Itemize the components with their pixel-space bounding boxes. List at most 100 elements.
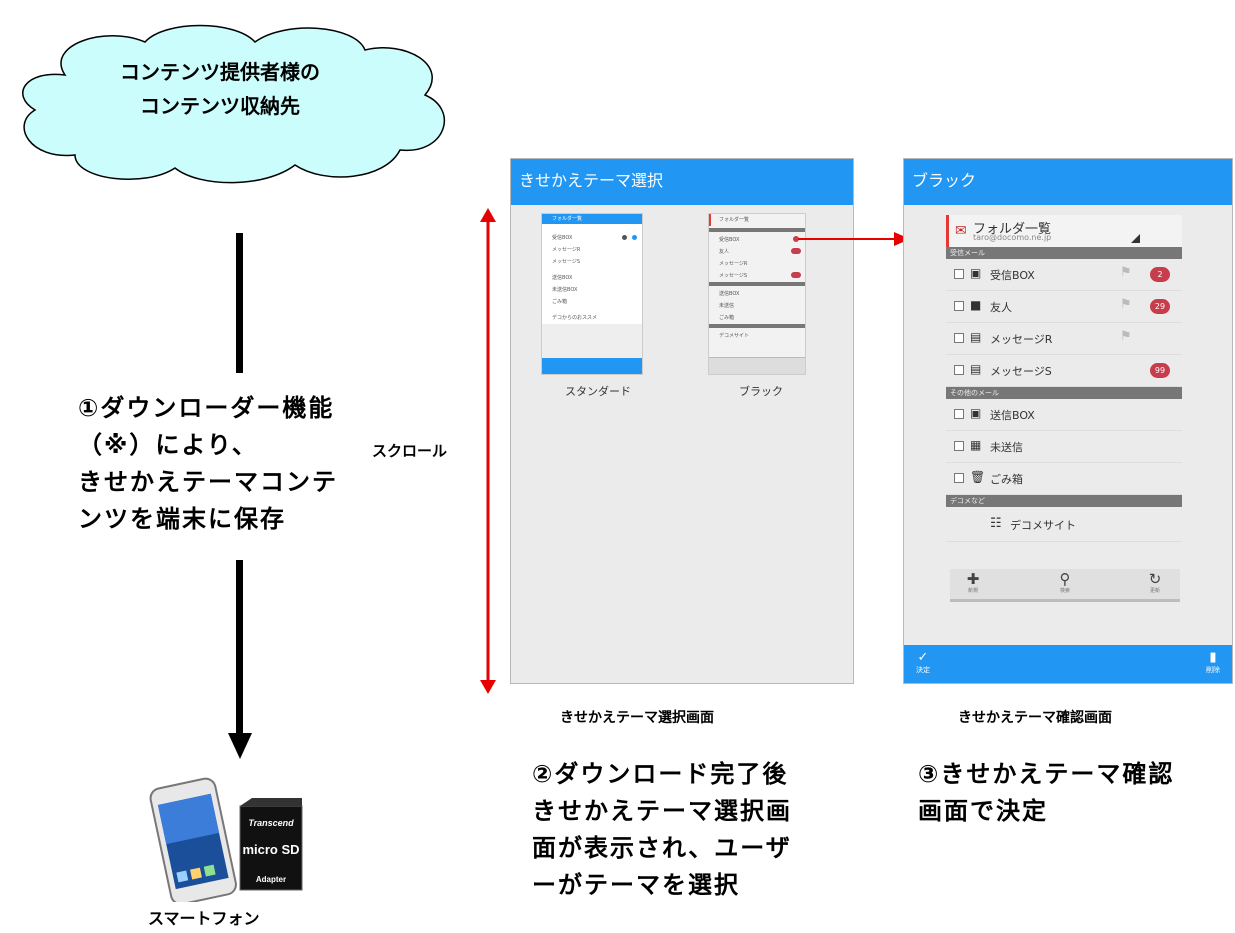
folder-item-label: 受信BOX	[990, 269, 1035, 282]
thumb-black-item: 送信BOX	[719, 291, 740, 297]
folder-item-trash[interactable]: 🗑 ごみ箱	[946, 463, 1182, 495]
flow-line-bottom	[236, 560, 243, 735]
mailbox-icon: ▤	[970, 330, 982, 344]
folder-title: フォルダ一覧	[973, 222, 1052, 237]
checkbox[interactable]	[954, 473, 964, 483]
folder-item-message-s[interactable]: ▤ メッセージS 99	[946, 355, 1182, 387]
thumb-standard-item: ごみ箱	[552, 299, 568, 305]
smartphone-image: Transcend micro SD Adapter	[149, 777, 303, 902]
thumb-black-item: メッセージR	[719, 261, 748, 267]
step2-line-4: ーがテーマを選択	[532, 871, 740, 899]
delete-label: 削除	[1206, 666, 1220, 674]
cloud-line-2: コンテンツ収納先	[140, 94, 300, 118]
corner-icon	[1131, 234, 1140, 243]
thumb-black-item: 未送信	[719, 303, 735, 309]
flag-icon: ⚑	[1120, 297, 1132, 312]
checkbox[interactable]	[954, 269, 964, 279]
search-button[interactable]: ⚲ 検索	[1050, 571, 1080, 594]
step3-line-1: ③きせかえテーマ確認	[918, 760, 1175, 788]
thumb-standard-item: 未送信BOX	[552, 287, 578, 293]
folder-item-label: ごみ箱	[990, 473, 1023, 486]
screen2-caption: きせかえテーマ確認画面	[958, 710, 1112, 726]
folder-item-label: 未送信	[990, 441, 1023, 454]
sd-label: micro SD	[242, 842, 299, 857]
cloud-label: コンテンツ提供者様の コンテンツ収納先	[70, 55, 370, 123]
deco-site-label: デコメサイト	[1010, 519, 1076, 532]
folder-item-label: 送信BOX	[990, 409, 1035, 422]
thumb-black-item: メッセージS	[719, 273, 748, 279]
inbox-icon: ▣	[970, 266, 982, 280]
folder-account: taro@docomo.ne.jp	[973, 233, 1052, 242]
step1-text: ①ダウンローダー機能 （※）により、 きせかえテーマコンテ ンツを端末に保存	[78, 390, 338, 538]
decide-label: 決定	[916, 666, 930, 674]
flag-icon: ⚑	[1120, 329, 1132, 344]
thumb-black[interactable]: フォルダ一覧 受信BOX 友人 メッセージR メッセージS 送信BOX 未送信 …	[708, 213, 806, 375]
theme-confirm-screen: ブラック ✉ フォルダ一覧 taro@docomo.ne.jp 受信メール ▣ …	[903, 158, 1233, 684]
thumb-standard[interactable]: フォルダ一覧 受信BOX メッセージR メッセージS 送信BOX 未送信BOX …	[541, 213, 643, 375]
folder-item-sent[interactable]: ▣ 送信BOX	[946, 399, 1182, 431]
trash-icon: 🗑	[970, 470, 986, 484]
update-button[interactable]: ↻ 更新	[1140, 571, 1170, 594]
step2-line-3: 面が表示され、ユーザ	[532, 834, 792, 862]
new-button[interactable]: ✚ 新規	[958, 571, 988, 594]
checkbox[interactable]	[954, 441, 964, 451]
step2-line-1: ②ダウンロード完了後	[532, 760, 789, 788]
thumb-black-item: 受信BOX	[719, 237, 740, 243]
new-label: 新規	[967, 588, 978, 594]
flag-icon: ⚑	[1120, 265, 1132, 280]
theme-select-screen: きせかえテーマ選択 フォルダ一覧 受信BOX メッセージR メッセージS 送信B…	[510, 158, 854, 684]
folder-item-label: 友人	[990, 301, 1012, 314]
folder-item-inbox[interactable]: ▣ 受信BOX ⚑ 2	[946, 259, 1182, 291]
checkbox[interactable]	[954, 301, 964, 311]
checkbox[interactable]	[954, 365, 964, 375]
folder-list: ✉ フォルダ一覧 taro@docomo.ne.jp 受信メール ▣ 受信BOX…	[946, 215, 1182, 542]
theme-caption-standard: スタンダード	[565, 385, 631, 398]
theme-caption-black: ブラック	[739, 385, 783, 398]
flow-line-top	[236, 233, 243, 373]
cloud-line-1: コンテンツ提供者様の	[120, 60, 320, 84]
cloud-shape	[22, 24, 445, 184]
outbox-icon: ▣	[970, 406, 982, 420]
folder-item-message-r[interactable]: ▤ メッセージR ⚑	[946, 323, 1182, 355]
thumb-standard-item: デコからのおススメ	[552, 315, 598, 321]
section-deco: デコメなど	[946, 495, 1182, 507]
thumb-standard-item: 受信BOX	[552, 235, 573, 241]
mailbox-icon: ▤	[970, 362, 982, 376]
folder-item-friends[interactable]: ■ 友人 ⚑ 29	[946, 291, 1182, 323]
bottom-toolbar: ✚ 新規 ⚲ 検索 ↻ 更新	[950, 569, 1180, 602]
section-receive: 受信メール	[946, 247, 1182, 259]
update-label: 更新	[1149, 588, 1160, 594]
step1-line-4: ンツを端末に保存	[78, 505, 286, 533]
delete-button[interactable]: ▮ 削除	[1206, 651, 1220, 675]
step2-line-2: きせかえテーマ選択画	[532, 797, 792, 825]
step3-line-2: 画面で決定	[918, 797, 1048, 825]
select-arrow	[798, 232, 910, 246]
step1-line-2: （※）により、	[78, 431, 258, 459]
search-icon: ⚲	[1059, 570, 1071, 588]
phone-label: スマートフォン	[148, 909, 260, 928]
search-label: 検索	[1059, 588, 1070, 594]
deco-site-item[interactable]: ☷ デコメサイト	[946, 507, 1182, 542]
section-other: その他のメール	[946, 387, 1182, 399]
folder-item-label: メッセージR	[990, 333, 1053, 346]
step3-text: ③きせかえテーマ確認 画面で決定	[918, 756, 1174, 830]
step1-line-1: ①ダウンローダー機能	[78, 394, 335, 422]
scroll-arrow	[480, 208, 496, 694]
deco-site-icon: ☷	[990, 516, 1002, 531]
checkbox[interactable]	[954, 333, 964, 343]
checkbox[interactable]	[954, 409, 964, 419]
step2-text: ②ダウンロード完了後 きせかえテーマ選択画 面が表示され、ユーザ ーがテーマを選…	[532, 756, 792, 904]
thumb-black-item: ごみ箱	[719, 315, 735, 321]
folder-header[interactable]: ✉ フォルダ一覧 taro@docomo.ne.jp	[946, 215, 1182, 247]
scroll-label: スクロール	[372, 442, 448, 460]
sd-adapter: Adapter	[256, 875, 286, 884]
thumb-black-item: 友人	[719, 249, 730, 255]
decide-button[interactable]: ✓ 決定	[916, 651, 930, 675]
new-icon: ✚	[966, 570, 980, 588]
unread-badge: 29	[1150, 299, 1170, 314]
unsent-icon: ▦	[970, 438, 982, 452]
thumb-black-item: デコメサイト	[719, 333, 750, 339]
check-icon: ✓	[917, 650, 929, 665]
folder-item-unsent[interactable]: ▦ 未送信	[946, 431, 1182, 463]
unread-badge: 99	[1150, 363, 1170, 378]
